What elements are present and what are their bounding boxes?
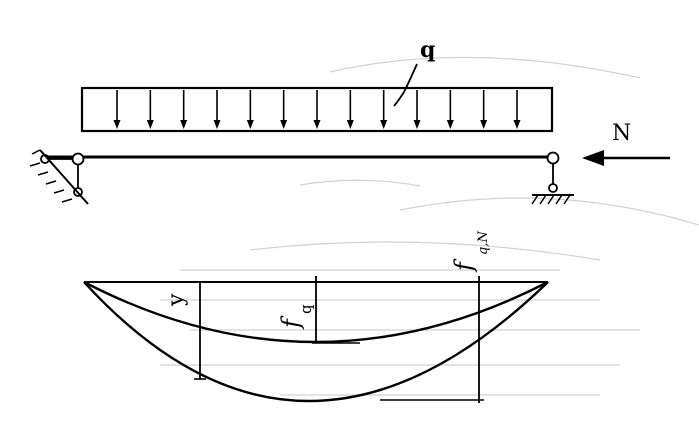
load-arrowhead	[346, 120, 354, 129]
distributed-load: q	[80, 37, 554, 133]
load-arrowhead	[313, 120, 321, 129]
right-support-hatching	[531, 194, 571, 205]
axial-force: N	[582, 121, 670, 166]
load-arrowhead	[280, 120, 288, 129]
right-support-bottom-node	[548, 183, 558, 193]
load-arrowhead	[180, 120, 188, 129]
load-label-leader	[393, 63, 418, 107]
deflection-diagram	[83, 276, 549, 403]
left-pin-hinge	[71, 152, 85, 166]
load-arrowhead	[380, 120, 388, 129]
right-support	[531, 151, 574, 205]
label-fq-sub: q	[297, 304, 315, 314]
label-fq-main: f	[277, 315, 305, 330]
left-support-hatching	[29, 149, 73, 203]
load-arrowhead	[513, 120, 521, 129]
load-arrows	[113, 90, 521, 129]
right-pin-hinge	[546, 151, 560, 165]
load-arrowhead	[113, 120, 121, 129]
label-y: y	[164, 293, 189, 307]
load-arrowhead	[213, 120, 221, 129]
load-arrowhead	[146, 120, 154, 129]
load-label-q: q	[420, 37, 435, 63]
load-arrowhead	[246, 120, 254, 129]
load-block-outline	[80, 86, 554, 133]
left-support-ground-diagonal	[39, 149, 89, 205]
bleed-through-background	[160, 56, 699, 396]
axial-force-arrowhead	[582, 150, 604, 166]
label-fqN-sub: q,N	[476, 231, 491, 255]
label-fqN-main: f	[450, 258, 478, 273]
load-arrowhead	[446, 120, 454, 129]
axial-force-label-n: N	[612, 121, 631, 146]
load-arrowhead	[413, 120, 421, 129]
left-support	[29, 149, 89, 205]
load-arrowhead	[480, 120, 488, 129]
